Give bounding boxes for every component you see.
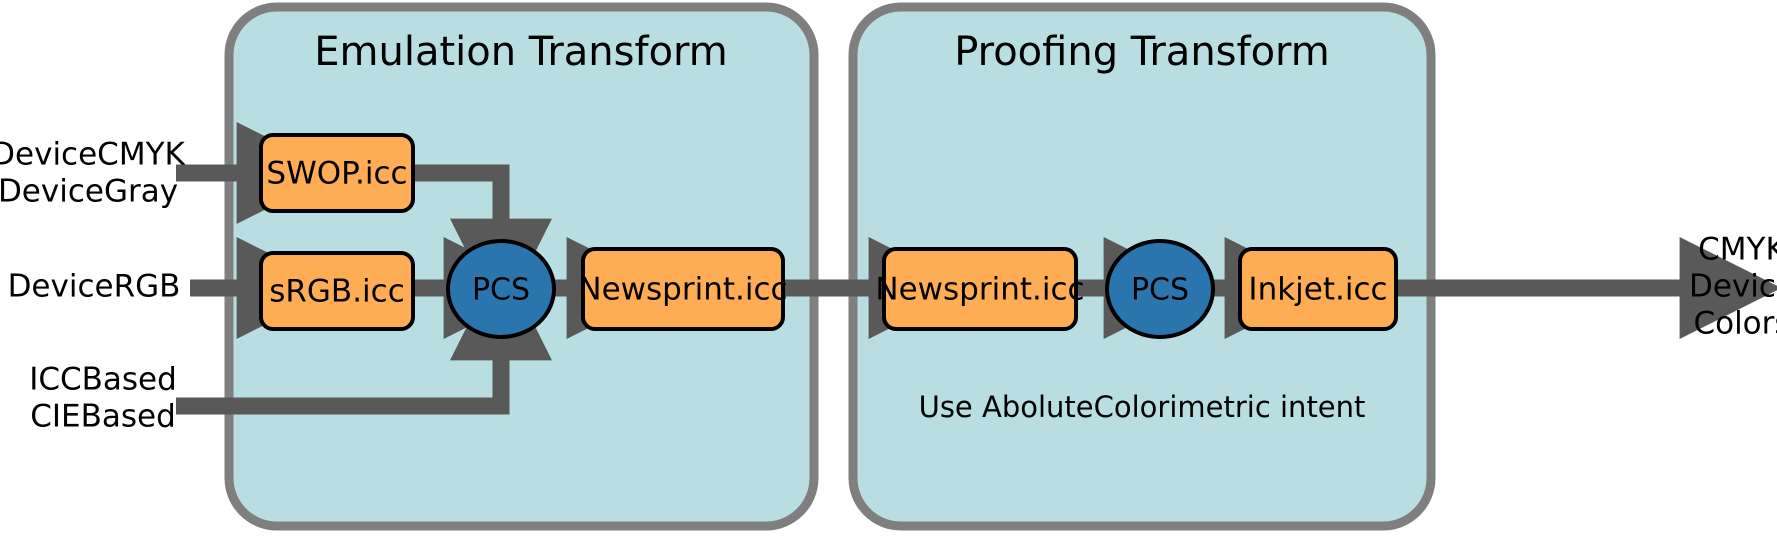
input-label-icc-based-line-1: ICCBased: [29, 362, 177, 398]
panel-emulation-title: Emulation Transform: [314, 29, 728, 75]
output-label-cmyk-device-colors-line-3: Colors: [1693, 306, 1777, 342]
node-pcs-emulation[interactable]: PCS: [446, 239, 556, 339]
node-swop-icc-shape: [259, 133, 415, 213]
output-label-cmyk-device-colors-line-1: CMYK: [1698, 232, 1777, 268]
node-pcs-proofing-label: PCS: [1131, 273, 1189, 308]
note-proofing-intent: Use AboluteColorimetric intent: [919, 390, 1366, 424]
node-srgb-icc-shape: [259, 251, 415, 331]
node-inkjet-icc[interactable]: Inkjet.icc: [1238, 247, 1398, 331]
node-pcs-emulation-shape: [446, 239, 556, 339]
input-label-device-cmyk-line-1: DeviceCMYK: [0, 137, 186, 173]
node-srgb-icc[interactable]: sRGB.icc: [259, 251, 415, 331]
node-inkjet-icc-shape: [1238, 247, 1398, 331]
node-newsprint-icc-proofing[interactable]: Newsprint.icc: [875, 247, 1085, 331]
node-swop-icc-label: SWOP.icc: [266, 156, 407, 192]
input-label-device-rgb-line-1: DeviceRGB: [8, 269, 181, 305]
node-pcs-emulation-label: PCS: [472, 273, 530, 308]
node-newsprint-icc-emulation-label: Newsprint.icc: [578, 272, 787, 308]
input-label-device-cmyk: DeviceCMYK DeviceGray: [0, 137, 186, 210]
node-newsprint-icc-emulation-shape: [581, 247, 785, 331]
arrow-swop-to-pcs: [413, 164, 552, 321]
panel-proofing-title: Proofing Transform: [954, 29, 1330, 75]
output-label-cmyk-device-colors-line-2: Device: [1689, 269, 1777, 305]
node-pcs-proofing-shape: [1105, 239, 1215, 339]
input-label-icc-based-line-2: CIEBased: [30, 399, 176, 435]
input-label-icc-based: ICCBased CIEBased: [29, 362, 177, 435]
node-srgb-icc-label: sRGB.icc: [269, 274, 405, 310]
node-newsprint-icc-emulation[interactable]: Newsprint.icc: [578, 247, 788, 331]
connectors: [176, 122, 1777, 415]
node-pcs-proofing[interactable]: PCS: [1105, 239, 1215, 339]
node-inkjet-icc-label: Inkjet.icc: [1248, 272, 1387, 308]
output-label-cmyk-device-colors: CMYK Device Colors: [1689, 232, 1777, 342]
input-label-device-cmyk-line-2: DeviceGray: [0, 174, 178, 210]
input-label-device-rgb: DeviceRGB: [8, 269, 181, 305]
node-swop-icc[interactable]: SWOP.icc: [259, 133, 415, 213]
node-newsprint-icc-proofing-shape: [882, 247, 1078, 331]
node-newsprint-icc-proofing-label: Newsprint.icc: [875, 272, 1084, 308]
arrow-input-icc-to-pcs: [176, 258, 552, 415]
